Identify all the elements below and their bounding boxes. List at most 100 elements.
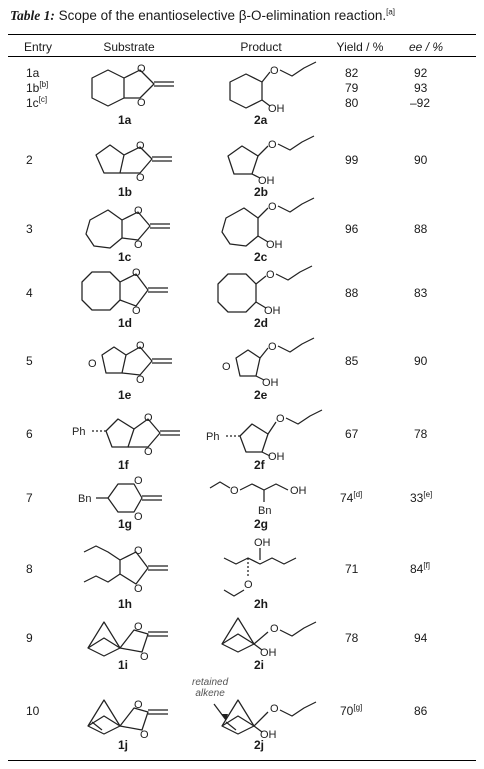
svg-text:O: O (144, 412, 153, 424)
ee-cell: 83 (414, 286, 428, 300)
svg-text:O: O (144, 446, 153, 458)
table-caption: Table 1: Scope of the enantioselective β… (10, 8, 395, 24)
substrate-structure: OO (91, 63, 174, 109)
substrate-label: 1d (118, 316, 133, 330)
svg-text:O: O (244, 579, 253, 591)
svg-text:O: O (270, 623, 279, 635)
svg-text:Bn: Bn (258, 505, 271, 517)
product-label: 2d (254, 316, 269, 330)
yield-cell: 82 (345, 66, 359, 80)
entry-cell: 10 (26, 704, 40, 718)
entry-cell: 5 (26, 354, 33, 368)
substrate-structure: OO (87, 699, 168, 741)
entry-cell: 7 (26, 491, 33, 505)
ee-cell: –92 (410, 96, 431, 110)
entry-cell: 6 (26, 427, 33, 441)
svg-text:O: O (137, 63, 146, 75)
entry-cell: 1a (26, 66, 40, 80)
product-structure: OH O (223, 537, 297, 597)
substrate-label: 1b (118, 185, 133, 199)
entry-cell: 4 (26, 286, 33, 300)
ee-cell: 94 (414, 631, 428, 645)
svg-text:OH: OH (268, 103, 285, 115)
yield-cell: 96 (345, 222, 359, 236)
product-structure: O OH (229, 61, 317, 115)
substrate-structure: OO (83, 545, 168, 595)
product-structure: Ph O OH (206, 409, 323, 463)
svg-text:OH: OH (262, 377, 279, 389)
entry-cell: 3 (26, 222, 33, 236)
svg-text:O: O (270, 65, 279, 77)
product-structure: O OH (221, 197, 315, 251)
svg-text:O: O (134, 511, 143, 523)
bottom-rule (8, 760, 476, 761)
substrate-label: 1e (118, 388, 132, 402)
svg-text:O: O (266, 269, 275, 281)
entry-cell: 1b[b] (26, 80, 49, 96)
substrate-label: 1j (118, 738, 129, 752)
svg-text:O: O (140, 651, 149, 663)
header-substrate: Substrate (103, 40, 155, 54)
svg-text:O: O (140, 729, 149, 741)
ee-cell: 33[e] (410, 490, 433, 506)
svg-text:O: O (134, 621, 143, 633)
substrate-label: 1i (118, 658, 129, 672)
header-yield: Yield / % (336, 40, 384, 54)
top-rule (8, 34, 476, 35)
product-structure: O O OH (222, 337, 315, 389)
entry-cell: 9 (26, 631, 33, 645)
substrate-structure: Bn OO (78, 475, 162, 523)
product-label: 2e (254, 388, 268, 402)
svg-text:OH: OH (266, 239, 283, 251)
svg-text:O: O (134, 699, 143, 711)
svg-text:O: O (268, 201, 277, 213)
product-label: 2a (254, 113, 268, 127)
ee-cell: 78 (414, 427, 428, 441)
entry-cell: 1c[c] (26, 95, 48, 111)
substrate-label: 1f (118, 458, 129, 472)
substrate-label: 1c (118, 250, 132, 264)
ee-cell: 90 (414, 354, 428, 368)
svg-text:O: O (88, 358, 97, 370)
svg-text:OH: OH (260, 647, 277, 659)
product-label: 2b (254, 185, 269, 199)
svg-text:O: O (137, 97, 146, 109)
yield-cell: 80 (345, 96, 359, 110)
svg-text:O: O (230, 485, 239, 497)
yield-cell: 67 (345, 427, 359, 441)
svg-text:O: O (276, 413, 285, 425)
svg-text:O: O (222, 361, 231, 373)
svg-text:Ph: Ph (72, 426, 85, 438)
svg-text:O: O (136, 374, 145, 386)
ee-cell: 84[f] (410, 561, 431, 577)
header-ee: ee / % (408, 40, 444, 54)
yield-cell: 74[d] (340, 490, 363, 506)
substrate-structure: OO (85, 205, 170, 251)
svg-text:OH: OH (290, 485, 307, 497)
entry-cell: 8 (26, 562, 33, 576)
product-structure: O OH (221, 617, 317, 659)
product-structure: O OH (227, 135, 315, 187)
svg-text:O: O (270, 703, 279, 715)
ee-cell: 92 (414, 66, 428, 80)
product-structure: O OH Bn (209, 481, 307, 517)
svg-text:Bn: Bn (78, 493, 91, 505)
svg-text:OH: OH (258, 175, 275, 187)
yield-cell: 85 (345, 354, 359, 368)
product-label: 2j (254, 738, 265, 752)
product-label: 2i (254, 658, 265, 672)
svg-text:O: O (136, 340, 145, 352)
ee-cell: 86 (414, 704, 428, 718)
header-entry: Entry (23, 40, 52, 54)
svg-text:O: O (134, 239, 143, 251)
svg-text:O: O (268, 139, 277, 151)
product-structure: O OH (217, 265, 313, 317)
svg-text:OH: OH (260, 729, 277, 741)
ee-cell: 88 (414, 222, 428, 236)
product-label: 2f (254, 458, 265, 472)
substrate-structure: OO (95, 140, 172, 184)
svg-text:O: O (134, 205, 143, 217)
product-label: 2c (254, 250, 268, 264)
caption-footnote-mark: [a] (386, 7, 395, 17)
